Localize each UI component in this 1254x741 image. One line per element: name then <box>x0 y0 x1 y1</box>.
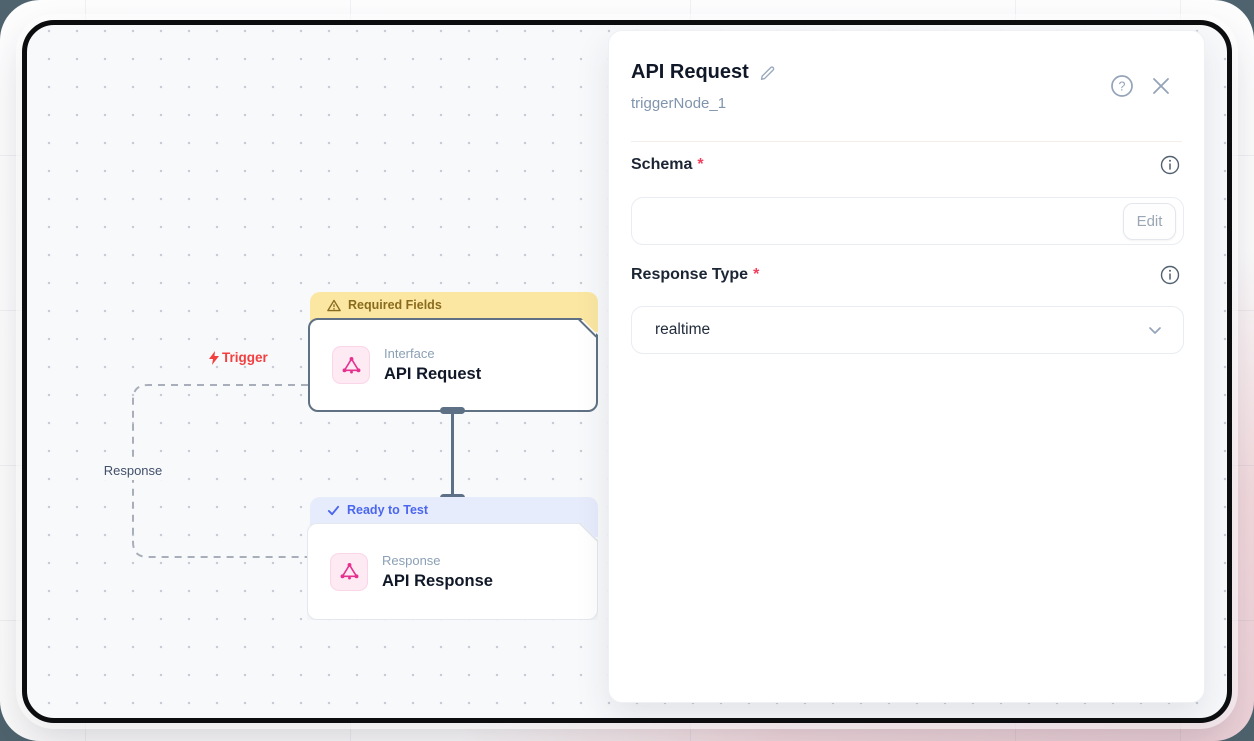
required-asterisk: * <box>753 266 760 283</box>
response-type-value: realtime <box>655 321 711 338</box>
node-title: API Response <box>382 571 493 590</box>
warning-icon <box>327 299 341 312</box>
edit-title-pencil-icon[interactable] <box>759 64 777 82</box>
help-icon[interactable]: ? <box>1110 74 1134 98</box>
node-title: API Request <box>384 365 482 383</box>
workflow-canvas[interactable]: Trigger Response Required Fields <box>27 25 1227 718</box>
node-api-response[interactable]: Response API Response <box>307 523 598 620</box>
banner-text: Required Fields <box>348 298 442 312</box>
node-id-label: triggerNode_1 <box>631 95 727 112</box>
response-edge-label: Response <box>89 461 177 480</box>
schema-field-label: Schema <box>631 156 693 173</box>
response-node-icon <box>330 553 368 591</box>
node-api-request[interactable]: Interface API Request <box>308 318 598 412</box>
interface-node-icon <box>332 346 370 384</box>
info-icon[interactable] <box>1160 265 1180 285</box>
banner-text: Ready to Test <box>347 503 429 517</box>
trigger-edge-label: Trigger <box>208 350 268 365</box>
lightning-bolt-icon <box>209 350 219 365</box>
svg-text:?: ? <box>1119 80 1126 94</box>
response-type-field-label: Response Type <box>631 266 749 283</box>
node-category: Response <box>382 552 441 568</box>
close-icon[interactable] <box>1151 76 1171 96</box>
app-window-frame: Trigger Response Required Fields <box>22 20 1232 723</box>
connector-handle-source[interactable] <box>440 407 465 414</box>
panel-divider <box>631 141 1182 142</box>
required-asterisk: * <box>697 156 704 173</box>
node-connector-line <box>451 411 454 499</box>
node-config-panel: API Request triggerNode_1 ? <box>608 30 1205 703</box>
schema-input[interactable]: Edit <box>631 197 1184 245</box>
info-icon[interactable] <box>1160 155 1180 175</box>
response-type-select[interactable]: realtime <box>631 306 1184 354</box>
schema-edit-button[interactable]: Edit <box>1123 203 1176 240</box>
check-icon <box>327 505 340 516</box>
panel-title: API Request <box>631 61 749 83</box>
node-category: Interface <box>384 346 435 361</box>
chevron-down-icon <box>1149 327 1161 334</box>
